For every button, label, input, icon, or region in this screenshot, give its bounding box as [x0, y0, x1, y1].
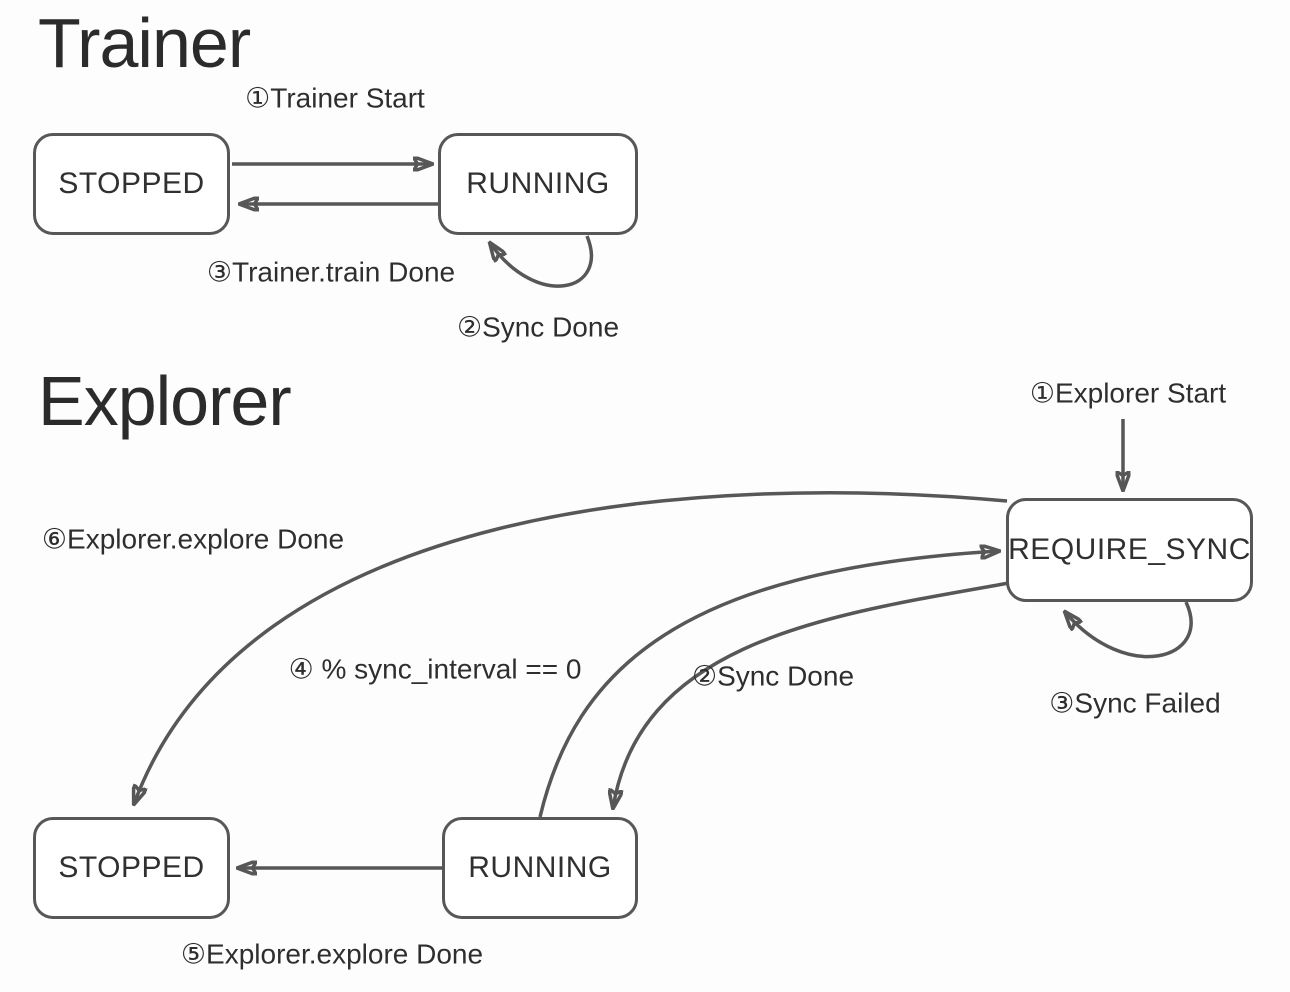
arrow-explorer-sync-done [613, 581, 1010, 808]
trainer-section-title: Trainer [38, 4, 251, 82]
label-explorer-explore-done-5: ⑤Explorer.explore Done [180, 938, 484, 970]
label-explorer-explore-done-6: ⑥Explorer.explore Done [41, 523, 345, 555]
state-trainer-running: RUNNING [438, 133, 638, 235]
label-trainer-sync-done: ②Sync Done [456, 311, 620, 343]
state-trainer-running-label: RUNNING [466, 167, 610, 200]
label-trainer-start: ①Trainer Start [245, 82, 425, 114]
state-explorer-require-sync: REQUIRE_SYNC [1006, 498, 1253, 602]
label-trainer-train-done: ③Trainer.train Done [206, 256, 456, 288]
label-explorer-sync-done: ②Sync Done [691, 660, 855, 692]
label-explorer-sync-interval: ④ % sync_interval == 0 [288, 653, 582, 685]
state-explorer-stopped-label: STOPPED [58, 851, 205, 884]
state-explorer-stopped: STOPPED [33, 817, 230, 919]
label-explorer-start: ①Explorer Start [1029, 377, 1227, 409]
state-explorer-running: RUNNING [442, 817, 638, 919]
arrow-trainer-sync-done-loop [490, 235, 594, 288]
state-trainer-stopped: STOPPED [33, 133, 230, 235]
state-trainer-stopped-label: STOPPED [58, 167, 205, 200]
state-explorer-require-sync-label: REQUIRE_SYNC [1008, 533, 1251, 566]
explorer-section-title: Explorer [38, 362, 292, 440]
label-explorer-sync-failed: ③Sync Failed [1049, 687, 1221, 719]
state-explorer-running-label: RUNNING [468, 851, 612, 884]
arrow-explorer-sync-failed-loop [1065, 601, 1193, 659]
